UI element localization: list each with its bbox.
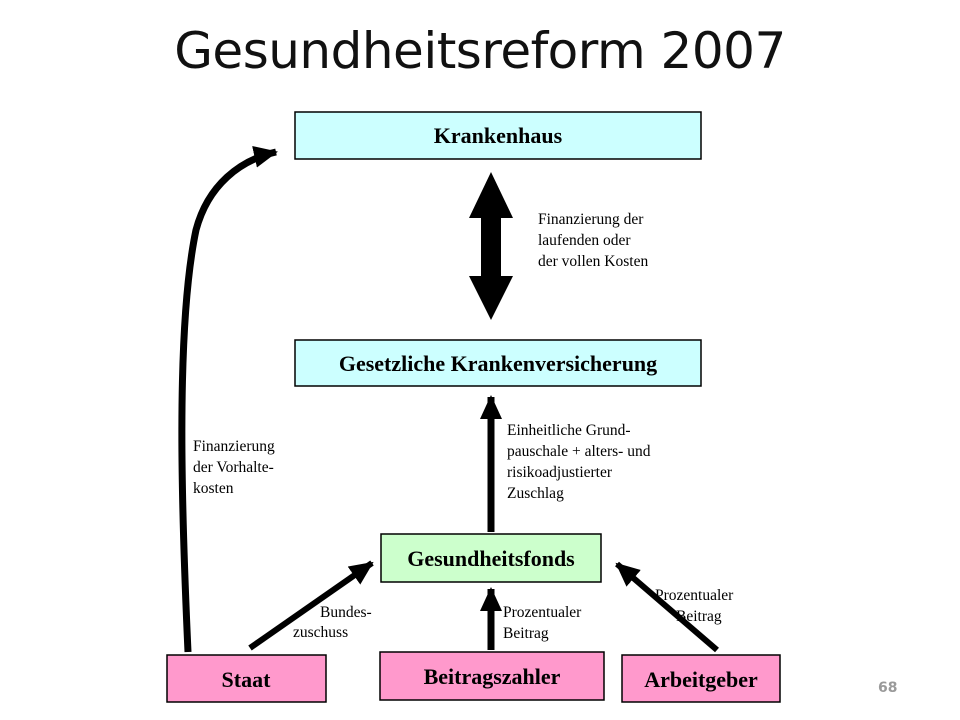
label-beitrag-arbeitgeber: Prozentualer Beitrag xyxy=(655,587,737,625)
slide-title: Gesundheitsreform 2007 xyxy=(174,22,786,80)
double-arrow-krankenhaus-gkv xyxy=(469,172,513,320)
arrow-arbeitgeber-fonds xyxy=(615,561,719,653)
box-beitragszahler-rect xyxy=(379,651,605,701)
label-beitrag-zahler: Prozentualer Beitrag xyxy=(503,604,585,642)
box-gesundheitsfonds: Gesundheitsfonds xyxy=(380,533,602,583)
arrow-staat-krankenhaus xyxy=(178,146,278,653)
box-arbeitgeber-rect xyxy=(621,654,781,703)
label-vorhaltekosten: Finanzierung der Vorhalte- kosten xyxy=(193,438,279,497)
label-finanzierung-kosten: Finanzierung der laufenden oder der voll… xyxy=(538,211,648,270)
box-beitragszahler: Beitragszahler xyxy=(379,651,605,701)
box-krankenhaus-rect xyxy=(294,111,702,160)
box-gkv-label: Gesetzliche Krankenversicherung xyxy=(339,351,657,376)
box-krankenhaus: Krankenhaus xyxy=(294,111,702,160)
arrow-staat-fonds xyxy=(248,560,374,651)
box-staat: Staat xyxy=(166,654,327,703)
box-staat-label: Staat xyxy=(222,667,272,692)
box-arbeitgeber: Arbeitgeber xyxy=(621,654,781,703)
box-beitragszahler-label: Beitragszahler xyxy=(424,664,561,689)
box-arbeitgeber-label: Arbeitgeber xyxy=(644,667,758,692)
box-gesundheitsfonds-rect xyxy=(380,533,602,583)
page-number: 68 xyxy=(878,680,898,696)
label-grundpauschale: Einheitliche Grund- pauschale + alters- … xyxy=(507,422,654,502)
label-bundeszuschuss: Bundes- zuschuss xyxy=(293,604,376,641)
box-gesundheitsfonds-label: Gesundheitsfonds xyxy=(407,546,575,571)
box-krankenhaus-label: Krankenhaus xyxy=(434,123,563,148)
box-gkv-rect xyxy=(294,339,702,387)
box-staat-rect xyxy=(166,654,327,703)
box-gkv: Gesetzliche Krankenversicherung xyxy=(294,339,702,387)
